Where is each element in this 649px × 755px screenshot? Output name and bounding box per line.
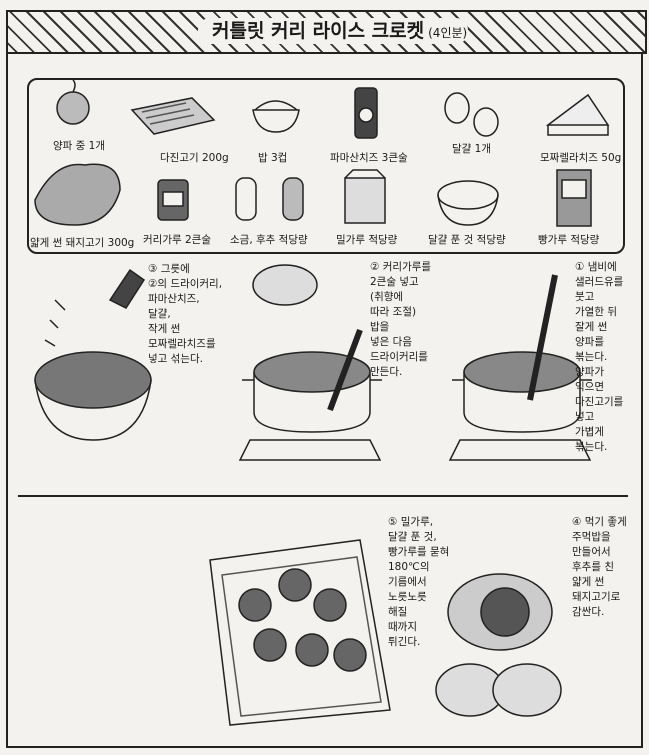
ingredient-label: 얇게 썬 돼지고기 300g: [30, 237, 135, 249]
title-banner: 커틀릿 커리 라이스 크로켓(4인분): [6, 10, 647, 54]
step-1-text: ① 냄비에 샐러드유를 붓고 가열한 뒤 잘게 썬 양파를 볶는다. 양파가 익…: [575, 261, 624, 453]
title-text: 커틀릿 커리 라이스 크로켓: [212, 20, 425, 42]
salt-pepper-shakers-icon: [235, 177, 304, 221]
eggs-icon: [444, 92, 499, 137]
step-5-text: ⑤ 밀가루, 달걀 푼 것, 빵가루를 묻혀 180℃의 기름에서 노릇노릇 해…: [388, 516, 450, 648]
page-frame: [6, 52, 643, 748]
ingredient-label: 파마산치즈 3큰술: [330, 152, 408, 164]
step-2-text: ② 커리가루를 2큰술 넣고 (취향에 따라 조절) 밥을 넣은 다음 드라이커…: [370, 261, 432, 378]
ingredient-label: 양파 중 1개: [53, 140, 105, 152]
sliced-pork-icon: [34, 163, 121, 226]
recipe-title: 커틀릿 커리 라이스 크로켓(4인분): [198, 18, 468, 44]
flour-bag-icon: [344, 169, 386, 224]
curry-powder-can-icon: [157, 179, 189, 221]
ingredient-label: 달걀 푼 것 적당량: [428, 234, 506, 246]
ingredient-label: 밥 3컵: [258, 152, 288, 164]
parmesan-can-icon: [354, 87, 378, 139]
servings-text: (4인분): [428, 26, 468, 40]
ingredient-label: 밀가루 적당량: [336, 234, 398, 246]
ingredient-label: 달걀 1개: [452, 143, 491, 155]
pot-illustration-1: [448, 274, 592, 461]
mixing-bowl-illustration: [34, 268, 152, 441]
breadcrumb-bag-icon: [556, 169, 592, 227]
onion-icon: [56, 79, 90, 125]
ingredient-label: 빵가루 적당량: [538, 234, 600, 246]
step-3-text: ③ 그릇에 ②의 드라이커리, 파마산치즈, 달걀, 작게 썬 모짜렐라치즈를 …: [148, 263, 223, 365]
ingredient-label: 다진고기 200g: [160, 152, 229, 164]
ingredients-box: [27, 78, 625, 254]
rice-bowl-icon: [252, 100, 300, 133]
ingredient-label: 소금, 후추 적당량: [230, 234, 308, 246]
minced-meat-tray-icon: [130, 97, 216, 135]
ingredient-label: 모짜렐라치즈 50g: [540, 152, 622, 164]
cheese-wedge-icon: [545, 93, 610, 136]
beaten-egg-bowl-icon: [437, 180, 499, 226]
fry-basket-illustration: [209, 539, 391, 726]
wrapped-rice-ball-illustration: [435, 573, 562, 717]
pot-illustration-2: [238, 264, 382, 461]
ingredient-label: 커리가루 2큰술: [143, 234, 211, 246]
step-4-text: ④ 먹기 좋게 주먹밥을 만들어서 후추를 친 얇게 썬 돼지고기로 감싼다.: [572, 516, 627, 618]
section-divider: [18, 495, 628, 497]
